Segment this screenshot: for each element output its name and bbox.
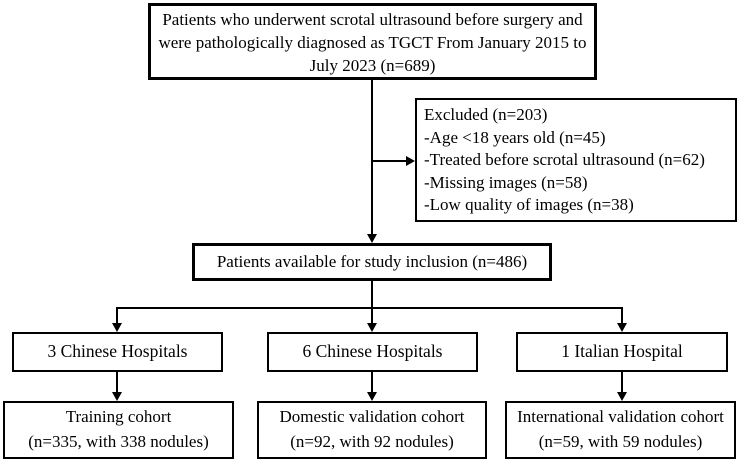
flow-box-training-cohort: Training cohort (n=335, with 338 nodules…: [3, 401, 234, 459]
arrowhead-to-excluded: [406, 156, 415, 166]
connector-hospital-to-cohort-right-line: [621, 372, 623, 392]
flow-box-domestic-validation-cohort: Domestic validation cohort (n=92, with 9…: [257, 401, 487, 459]
training-cohort-count: (n=335, with 338 nodules): [28, 431, 209, 451]
connector-hospital-to-cohort-left-line: [116, 372, 118, 392]
excluded-item-low-quality: -Low quality of images (n=38): [424, 195, 634, 214]
connector-hospital-to-cohort-middle-line: [371, 372, 373, 392]
flow-box-hospitals-domestic: 6 Chinese Hospitals: [267, 332, 478, 372]
flow-box-hospital-international: 1 Italian Hospital: [516, 332, 728, 372]
connector-top-to-available-line: [371, 80, 373, 235]
branch-right-drop-line: [621, 307, 623, 324]
excluded-item-treated: -Treated before scrotal ultrasound (n=62…: [424, 150, 705, 169]
training-cohort-title: Training cohort: [65, 407, 172, 426]
arrowhead-cohort-middle: [367, 392, 377, 401]
arrowhead-branch-middle: [367, 323, 377, 332]
arrowhead-branch-left: [112, 323, 122, 332]
branch-left-drop-line: [116, 307, 118, 324]
connector-to-excluded-line: [371, 160, 407, 162]
excluded-title: Excluded (n=203): [424, 105, 548, 124]
excluded-item-age: -Age <18 years old (n=45): [424, 127, 606, 147]
domestic-cohort-title: Domestic validation cohort: [279, 407, 465, 426]
available-text: Patients available for study inclusion (…: [216, 252, 528, 271]
international-cohort-title: International validation cohort: [517, 407, 724, 426]
flow-box-available: Patients available for study inclusion (…: [192, 243, 552, 281]
hospital-international-label: 1 Italian Hospital: [561, 341, 683, 361]
arrowhead-branch-right: [617, 323, 627, 332]
hospitals-training-label: 3 Chinese Hospitals: [47, 341, 188, 361]
arrowhead-cohort-left: [112, 392, 122, 401]
domestic-cohort-count: (n=92, with 92 nodules): [290, 431, 454, 451]
flow-box-hospitals-training: 3 Chinese Hospitals: [12, 332, 223, 372]
arrowhead-top-to-available: [367, 234, 377, 243]
initial-patients-text: Patients who underwent scrotal ultrasoun…: [158, 10, 587, 75]
arrowhead-cohort-right: [617, 392, 627, 401]
branch-horizontal-line: [116, 307, 623, 309]
excluded-item-missing: -Missing images (n=58): [424, 172, 588, 192]
international-cohort-count: (n=59, with 59 nodules): [538, 431, 703, 451]
flow-box-initial-patients: Patients who underwent scrotal ultrasoun…: [148, 3, 597, 80]
flow-box-excluded: Excluded (n=203) -Age <18 years old (n=4…: [415, 98, 737, 222]
flow-box-international-validation-cohort: International validation cohort (n=59, w…: [505, 401, 736, 459]
hospitals-domestic-label: 6 Chinese Hospitals: [302, 341, 443, 361]
connector-available-to-branch-line: [371, 281, 373, 324]
